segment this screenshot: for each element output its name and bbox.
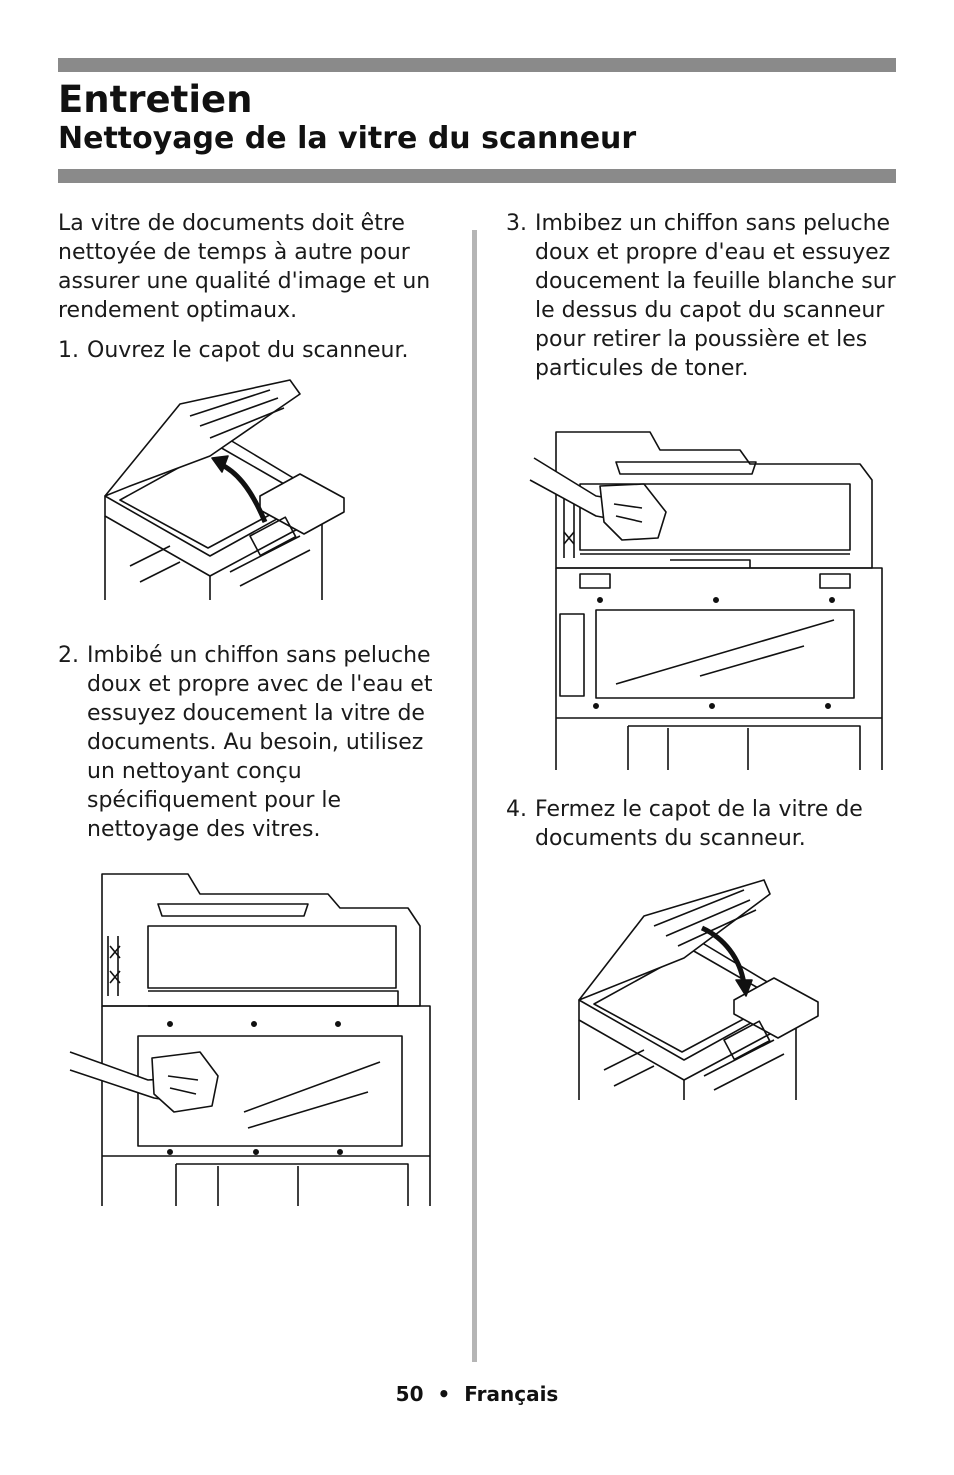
step-text: Ouvrez le capot du scanneur. [87, 338, 409, 363]
page-footer: 50 • Français [0, 1382, 954, 1406]
figure-clean-document-glass [68, 866, 434, 1206]
figure-open-scanner-lid [100, 376, 350, 602]
step-text: Imbibez un chiffon sans peluche doux et … [535, 211, 896, 381]
header-rule-top [58, 58, 896, 72]
figure-close-scanner-lid [574, 876, 824, 1102]
step-number: 1. [58, 338, 79, 363]
column-divider [472, 230, 477, 1362]
figure-clean-lid-white-sheet [520, 428, 890, 770]
page-subtitle: Nettoyage de la vitre du scanneur [58, 121, 637, 156]
footer-separator: • [437, 1382, 451, 1406]
footer-language: Français [464, 1382, 559, 1406]
page-number: 50 [395, 1382, 424, 1406]
step-text: Fermez le capot de la vitre de documents… [535, 797, 863, 851]
step-text: Imbibé un chiffon sans peluche doux et p… [87, 643, 433, 842]
step-2: 2. Imbibé un chiffon sans peluche doux e… [58, 641, 458, 844]
step-number: 2. [58, 643, 79, 668]
header-rule-bottom [58, 169, 896, 183]
step-4: 4. Fermez le capot de la vitre de docume… [506, 795, 898, 853]
step-number: 4. [506, 797, 527, 822]
step-3: 3. Imbibez un chiffon sans peluche doux … [506, 209, 898, 383]
step-number: 3. [506, 211, 527, 236]
step-1: 1. Ouvrez le capot du scanneur. [58, 336, 458, 365]
intro-paragraph: La vitre de documents doit être nettoyée… [58, 211, 431, 323]
page-title: Entretien [58, 78, 253, 121]
